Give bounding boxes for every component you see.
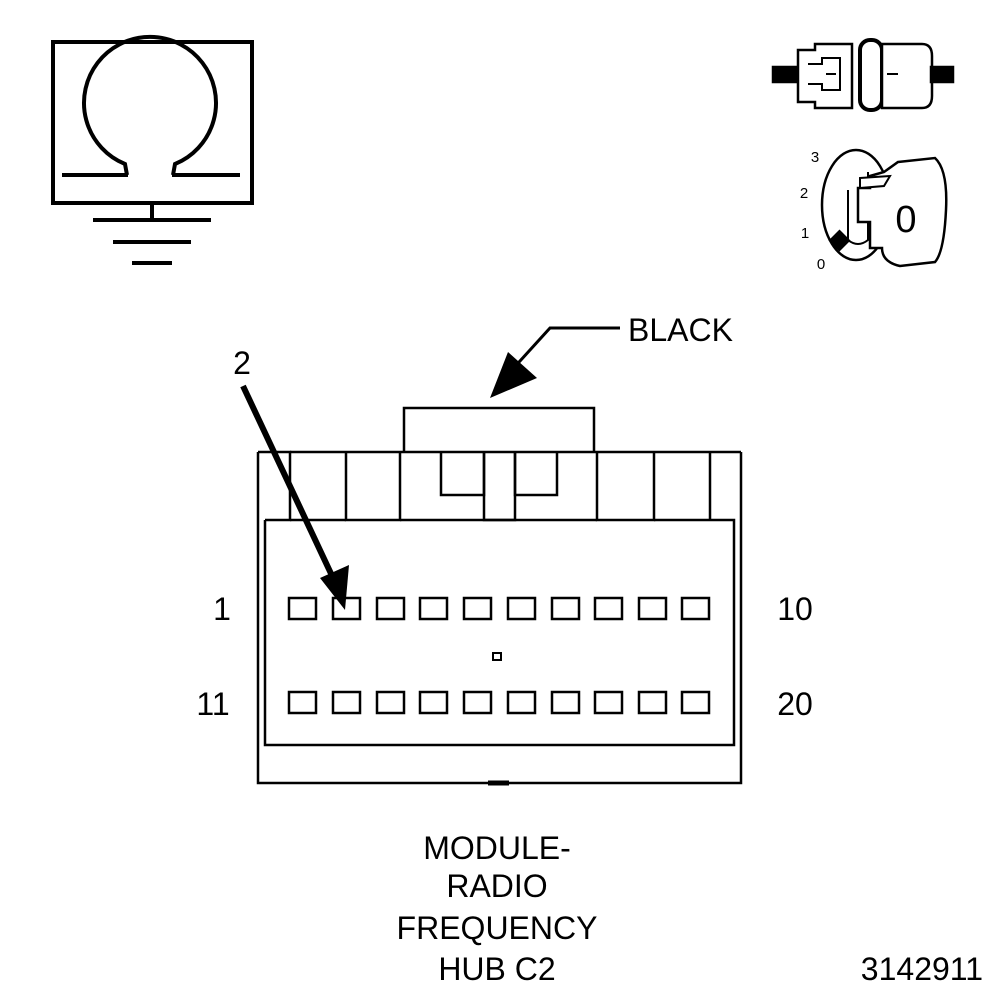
row2-last-pin-label: 20 [777,686,813,722]
pin-cavity-20 [680,690,711,715]
pin-cavity-7 [550,596,581,621]
ignition-position-1: 1 [801,225,809,242]
pin-cavity-16 [506,690,537,715]
pin-cavity-6 [506,596,537,621]
pin-cavity-17 [550,690,581,715]
pin-cavity-12 [331,690,362,715]
connector-disconnected-icon [771,38,955,112]
pin-cavity-11 [287,690,318,715]
pin-cavity-8 [593,596,624,621]
caption-line-1: MODULE- [423,830,571,866]
caption-line-4: HUB C2 [438,951,555,987]
caption-line-2: RADIO [446,868,547,904]
ignition-key-icon [820,148,948,268]
pin-cavity-18 [593,690,624,715]
pin-cavity-4 [418,596,449,621]
pin-cavity-19 [637,690,668,715]
connector-color-label: BLACK [628,312,733,348]
connector-face [256,406,743,786]
figure-id: 3142911 [861,951,983,987]
ignition-position-2: 2 [800,185,808,202]
row1-last-pin-label: 10 [777,591,813,627]
polarization-mark [492,652,502,661]
pin-cavity-9 [637,596,668,621]
pin-cavity-10 [680,596,711,621]
pin-cavity-15 [462,690,493,715]
pin-row-top [287,596,711,621]
pin-cavity-3 [375,596,406,621]
color-leader-arrow [490,326,620,398]
pin-cavity-2 [331,596,362,621]
key-position-label: 0 [895,199,916,241]
ignition-position-3: 3 [811,149,819,166]
pin-callout-arrow [240,384,349,610]
callout-pin-number: 2 [233,345,251,381]
ohmmeter-ground-icon [51,34,254,265]
pin-row-bottom [287,690,711,715]
pin-cavity-5 [462,596,493,621]
pin-cavity-13 [375,690,406,715]
pin-cavity-14 [418,690,449,715]
ignition-position-0: 0 [817,256,825,273]
pin-cavity-1 [287,596,318,621]
row1-first-pin-label: 1 [213,591,231,627]
caption-line-3: FREQUENCY [397,910,598,946]
row2-first-pin-label: 11 [196,686,229,722]
